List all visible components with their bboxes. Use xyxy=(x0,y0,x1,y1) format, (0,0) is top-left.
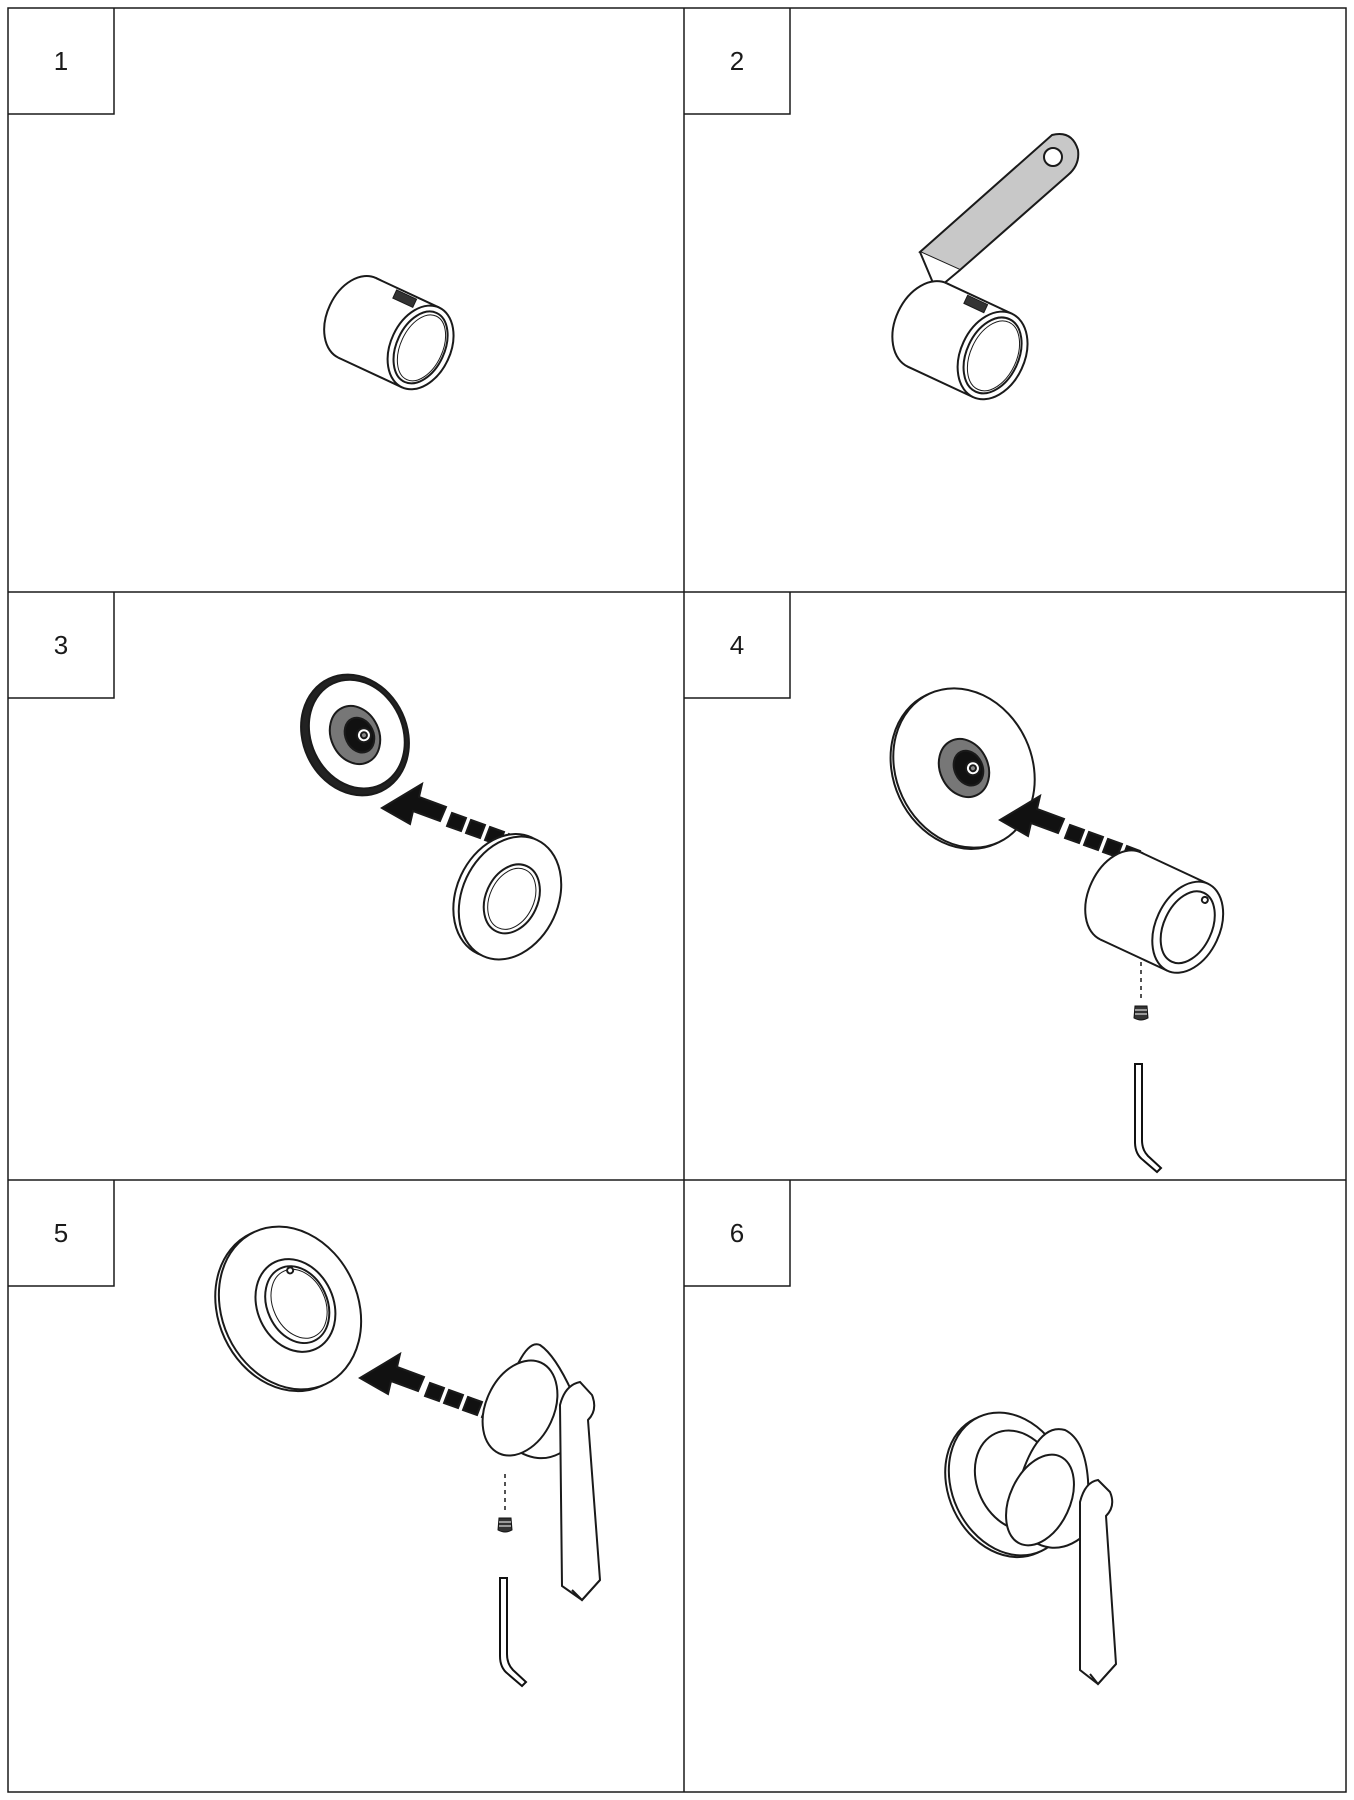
step-3-number: 3 xyxy=(54,630,68,660)
step-6-illustration xyxy=(923,1392,1116,1684)
sleeve-icon xyxy=(1071,839,1237,984)
step-4-number: 4 xyxy=(730,630,744,660)
lever-handle-icon xyxy=(468,1344,600,1600)
step-2-number: 2 xyxy=(730,46,744,76)
set-screw-icon xyxy=(1134,1006,1148,1020)
cartridge-sleeve-icon xyxy=(311,265,466,400)
step-1-illustration xyxy=(311,265,466,400)
allen-key-icon xyxy=(1135,1064,1161,1172)
valve-body-icon xyxy=(282,657,429,813)
step-5-illustration xyxy=(189,1203,600,1686)
direction-arrow-icon xyxy=(360,1354,500,1422)
allen-key-icon xyxy=(500,1578,526,1686)
step-2-illustration xyxy=(879,134,1078,411)
set-screw-icon xyxy=(498,1518,512,1532)
step-1-number: 1 xyxy=(54,46,68,76)
step-5-number: 5 xyxy=(54,1218,68,1248)
escutcheon-with-sleeve-icon xyxy=(189,1203,387,1414)
step-6-number: 6 xyxy=(730,1218,744,1248)
assembled-valve-icon xyxy=(923,1392,1116,1684)
step-3-illustration xyxy=(282,657,581,976)
step-4-illustration xyxy=(865,665,1237,1172)
step-tabs xyxy=(8,8,790,1286)
protective-film-icon xyxy=(920,134,1078,290)
escutcheon-ring-icon xyxy=(434,817,581,976)
cartridge-sleeve-icon xyxy=(879,270,1041,411)
escutcheon-plate-icon xyxy=(865,665,1060,872)
